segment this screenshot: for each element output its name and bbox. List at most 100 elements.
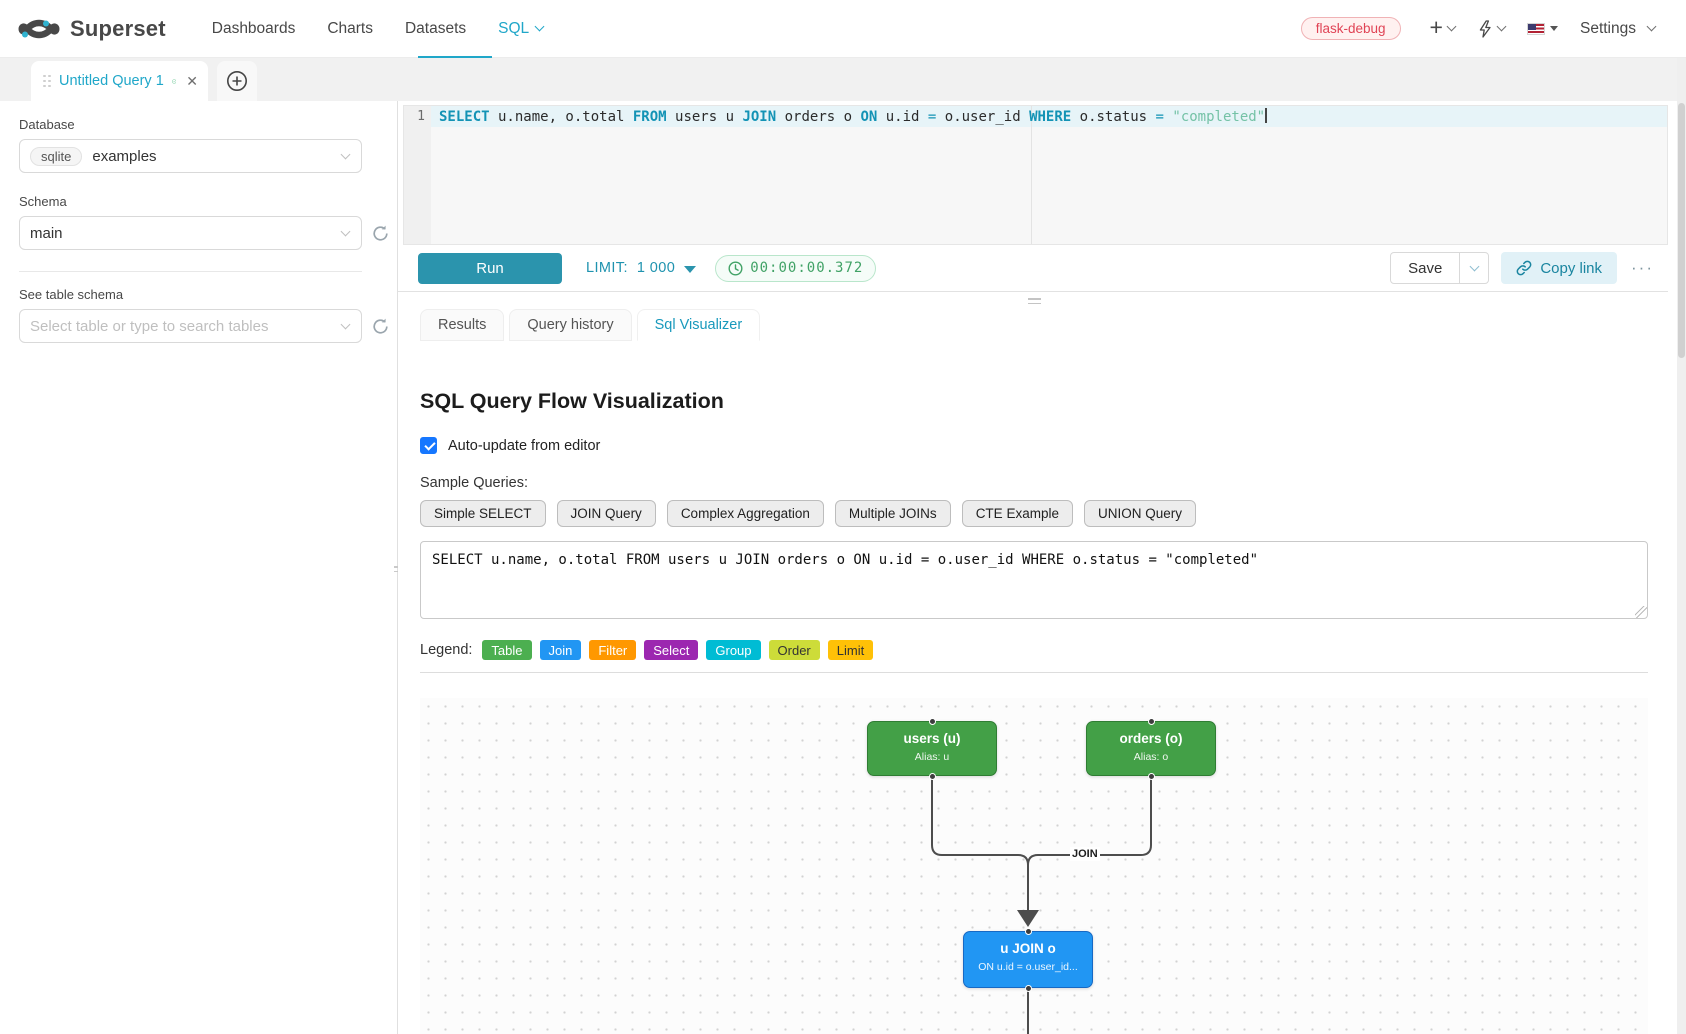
superset-logo[interactable]: Superset [16, 14, 166, 44]
divider [420, 672, 1648, 673]
sql-token: o.user_id [936, 109, 1030, 125]
sample-query-button[interactable]: UNION Query [1083, 500, 1196, 527]
scrollbar-thumb[interactable] [1678, 103, 1685, 358]
node-handle[interactable] [929, 773, 936, 780]
sample-query-button[interactable]: Complex Aggregation [666, 500, 824, 527]
sql-visualizer-panel: SQL Query Flow Visualization Auto-update… [420, 341, 1648, 1034]
flow-node-orders[interactable]: orders (o) Alias: o [1086, 721, 1216, 776]
clock-icon [728, 260, 743, 276]
new-item-menu[interactable]: + [1419, 15, 1466, 39]
superset-infinity-icon [18, 19, 60, 38]
caret-down-icon [684, 265, 697, 273]
node-handle[interactable] [1148, 773, 1155, 780]
query-flow-canvas[interactable]: users (u) Alias: u orders (o) Alias: o u… [420, 698, 1648, 1034]
settings-label: Settings [1579, 19, 1636, 37]
south-pane-tabs: Results Query history Sql Visualizer [420, 309, 761, 341]
legend-badge: Limit [827, 640, 874, 660]
save-dropdown-button[interactable] [1459, 253, 1488, 283]
sample-query-buttons: Simple SELECT JOIN Query Complex Aggregati… [420, 500, 1648, 527]
auto-update-label: Auto-update from editor [448, 437, 601, 454]
panel-title: SQL Query Flow Visualization [420, 389, 724, 413]
nav-item-charts[interactable]: Charts [327, 19, 373, 37]
sql-token: o.status [1071, 109, 1156, 125]
sql-token: "completed" [1172, 109, 1266, 125]
table-select[interactable]: Select table or type to search tables [19, 309, 362, 343]
schema-label: Schema [19, 194, 67, 209]
legend-badge: Group [706, 640, 761, 660]
node-subtitle: Alias: o [1133, 751, 1169, 763]
brand-name: Superset [70, 15, 166, 41]
database-select-value: examples [92, 147, 157, 165]
legend-badge: Filter [589, 640, 637, 660]
link-icon [1516, 260, 1532, 276]
run-button[interactable]: Run [418, 252, 562, 284]
language-picker[interactable] [1516, 22, 1569, 35]
node-handle[interactable] [1025, 985, 1032, 992]
flow-node-users[interactable]: users (u) Alias: u [867, 721, 997, 776]
auto-update-row: Auto-update from editor [420, 437, 1648, 454]
sample-query-button[interactable]: Simple SELECT [420, 500, 546, 527]
sql-token: JOIN [742, 109, 777, 125]
sql-code-line: SELECT u.name, o.total FROM users u JOIN… [439, 108, 1267, 125]
us-flag-icon [1526, 22, 1545, 35]
query-text-input[interactable]: SELECT u.name, o.total FROM users u JOIN… [420, 541, 1648, 619]
refresh-tables-icon[interactable] [371, 317, 390, 336]
page-scrollbar[interactable] [1677, 58, 1686, 1034]
sql-token: u.id [877, 109, 928, 125]
text-cursor [1265, 108, 1267, 123]
nav-item-dashboards[interactable]: Dashboards [211, 19, 296, 37]
save-button[interactable]: Save [1408, 259, 1443, 277]
tab-query-history[interactable]: Query history [509, 309, 632, 341]
database-label: Database [19, 117, 75, 132]
join-edge-label: JOIN [1070, 847, 1100, 861]
sql-token: u.name, o.total [489, 109, 633, 125]
tab-results[interactable]: Results [420, 309, 505, 341]
settings-menu[interactable]: Settings [1569, 20, 1666, 38]
sql-token: ON [860, 109, 878, 125]
new-tab-button[interactable] [217, 61, 257, 101]
node-handle[interactable] [1148, 718, 1155, 725]
node-title: orders (o) [1119, 731, 1183, 746]
limit-dropdown[interactable]: LIMIT: 1 000 [586, 260, 697, 276]
node-title: u JOIN o [1000, 941, 1056, 956]
chevron-down-icon [1646, 21, 1657, 32]
node-handle[interactable] [1025, 928, 1032, 935]
legend-badge: Order [768, 640, 820, 660]
sample-query-button[interactable]: Multiple JOINs [834, 500, 951, 527]
sample-query-button[interactable]: CTE Example [961, 500, 1073, 527]
check-circle-icon [171, 78, 177, 84]
table-select-placeholder: Select table or type to search tables [30, 317, 269, 335]
legend-badge: Table [482, 640, 532, 660]
flow-node-join[interactable]: u JOIN o ON u.id = o.user_id... [963, 931, 1093, 988]
sqllab-workspace: 1 SELECT u.name, o.total FROM users u JO… [398, 101, 1686, 1034]
sample-queries-label: Sample Queries: [420, 475, 528, 491]
schema-select[interactable]: main [19, 216, 362, 250]
close-tab-icon[interactable]: ✕ [186, 72, 198, 89]
query-tab-strip: Untitled Query 1 ✕ [0, 58, 1686, 101]
sql-token: orders o [776, 109, 861, 125]
legend-badge: Select [644, 640, 699, 660]
chevron-down-icon [340, 149, 351, 160]
query-tab-untitled-query-1[interactable]: Untitled Query 1 ✕ [31, 61, 208, 101]
chevron-down-icon [340, 319, 351, 330]
flow-edges [931, 776, 1152, 1034]
node-subtitle: ON u.id = o.user_id... [978, 961, 1078, 973]
nav-item-datasets[interactable]: Datasets [404, 19, 467, 37]
sample-query-button[interactable]: JOIN Query [556, 500, 656, 527]
tab-sql-visualizer[interactable]: Sql Visualizer [636, 309, 761, 341]
sql-code-editor[interactable]: 1 SELECT u.name, o.total FROM users u JO… [403, 105, 1668, 245]
query-timer-badge: 00:00:00.372 [715, 254, 877, 282]
sqllab-left-sidebar: Database sqlite examples Schema main See… [0, 101, 398, 1034]
drag-handle-icon[interactable] [43, 74, 51, 88]
more-actions-icon[interactable]: ··· [1631, 258, 1654, 277]
chevron-down-icon [340, 226, 351, 237]
nav-item-sql[interactable]: SQL [482, 0, 559, 58]
refresh-schema-icon[interactable] [371, 224, 390, 243]
sql-token: users u [666, 109, 743, 125]
query-search-menu[interactable] [1466, 19, 1516, 38]
database-select[interactable]: sqlite examples [19, 139, 362, 173]
auto-update-checkbox[interactable] [420, 437, 437, 454]
pane-resize-handle[interactable] [1028, 298, 1041, 307]
node-handle[interactable] [929, 718, 936, 725]
copy-link-button[interactable]: Copy link [1501, 252, 1618, 284]
